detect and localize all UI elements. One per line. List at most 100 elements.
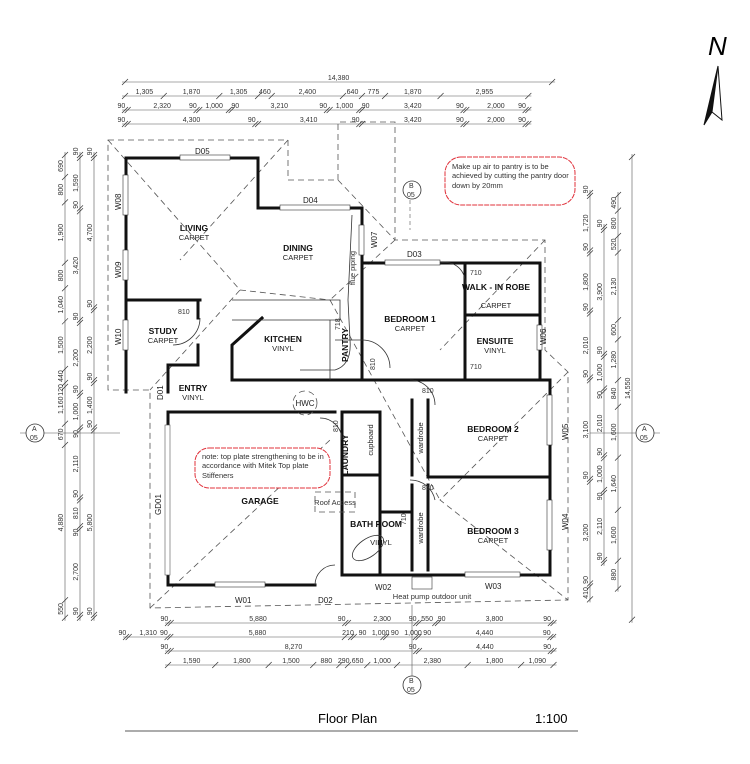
dimension-label: 5,880 [249,616,267,623]
dimension-label: 490 [611,197,618,209]
svg-text:810: 810 [370,358,377,370]
dimension-tick [90,306,98,314]
dimension-label: 1,600 [611,526,618,544]
svg-text:W08: W08 [114,193,123,210]
dimension-tick [339,92,347,100]
dimension-tick [124,106,131,114]
dimension-tick [265,661,272,669]
dimension-tick [586,583,594,590]
dimension-label: 2,200 [87,336,94,354]
dimension-label: 1,090 [529,658,547,665]
dimension-tick [522,106,529,114]
heat-pump-unit [411,576,433,590]
dimension-tick [344,661,352,669]
dimension-label: 800 [58,270,65,282]
dimension-label: 2,700 [73,563,80,581]
dimension-tick [61,420,69,427]
flue-piping-label: flue piping [348,251,357,285]
dimension-label: 90 [597,492,604,500]
dimension-label: 650 [352,658,364,665]
note-pantry-air-text: Make up air to pantry is to be achieved … [452,162,569,190]
svg-text:CARPET: CARPET [478,434,509,443]
svg-text:810: 810 [422,485,434,492]
dimension-tick [586,377,594,384]
svg-text:810: 810 [333,420,340,432]
dimension-label: 1,720 [583,214,590,232]
dimension-tick [432,619,439,627]
dimension-tick [90,154,98,162]
dimension-tick [415,633,422,641]
laundry-label: LAUNDRY [340,434,350,476]
dimension-tick [525,120,532,128]
roof-access-label: Roof Access [314,498,356,507]
dimension-label: 640 [347,89,359,96]
dimension-tick [586,192,594,200]
dimension-tick [323,106,331,114]
dimension-tick [164,633,171,641]
svg-text:VINYL: VINYL [484,346,506,355]
dimension-label: 1,040 [58,296,65,314]
note-pantry-air: Make up air to pantry is to be achieved … [444,156,576,206]
dimension-tick [167,647,174,655]
dimension-label: 2,955 [476,89,494,96]
dimension-label: 90 [319,103,327,110]
dimension-tick [342,619,349,627]
north-arrow-icon [703,65,719,126]
window-D03 [384,259,441,266]
dimension-label: 90 [87,147,94,155]
dimension-label: 90 [543,644,551,651]
svg-text:810: 810 [178,309,190,316]
dimension-label: 1,400 [87,396,94,414]
dimension-label: 90 [160,644,168,651]
note-top-plate: note: top plate strengthening to be in a… [194,447,331,489]
dimension-tick [167,633,174,641]
dimension-label: 3,420 [73,257,80,275]
dimension-label: 90 [73,201,80,209]
svg-text:05: 05 [407,192,415,199]
dimension-label: 4,440 [476,644,494,651]
svg-text:W04: W04 [561,513,570,530]
dimension-label: 1,590 [183,658,201,665]
dimension-tick [124,120,131,128]
flue-pipe [300,214,353,371]
dimension-tick [76,208,84,215]
svg-text:VINYL: VINYL [182,393,204,402]
dimension-label: 440 [58,370,65,382]
dimension-tick [90,611,98,619]
dimension-tick [586,310,594,317]
dimension-tick [76,151,84,159]
svg-text:LIVING: LIVING [180,223,209,233]
dimension-tick [122,633,130,641]
dimension-label: 1,000 [373,658,391,665]
svg-text:CARPET: CARPET [478,536,509,545]
dimension-tick [90,304,98,311]
dimension-tick [600,556,608,564]
dimension-tick [549,633,557,641]
wardrobe-label-bed2: wardrobe [416,422,425,454]
dimension-tick [614,191,622,199]
dimension-label: 520 [611,238,618,250]
dimension-label: 4,880 [58,514,65,532]
svg-text:D04: D04 [303,196,318,205]
dimension-tick [76,427,84,434]
door-widths: 810 718 810 710 710 810 810 810 710 [178,270,482,525]
section-marker-b-top: B05 [402,180,422,230]
dimension-tick [356,106,363,114]
dimension-label: 1,800 [233,658,251,665]
dimension-label: 4,700 [87,224,94,242]
dimension-tick [460,120,467,128]
dimension-label: 880 [320,658,332,665]
dimension-tick [76,522,84,530]
svg-text:710: 710 [401,513,408,525]
dimension-tick [586,478,594,485]
svg-text:ENTRY: ENTRY [179,383,208,393]
dimension-tick [614,557,622,564]
dimension-tick [90,379,98,387]
dimension-tick [125,633,132,641]
opening-tags: D05 D04 D03 W02 W03 W01 D02 W08 W09 W10 … [114,147,570,605]
dimension-tick [309,661,317,669]
svg-text:KITCHEN: KITCHEN [264,334,302,344]
svg-text:CARPET: CARPET [179,233,210,242]
svg-text:VINYL: VINYL [370,538,392,547]
dimension-label: 1,800 [486,658,504,665]
